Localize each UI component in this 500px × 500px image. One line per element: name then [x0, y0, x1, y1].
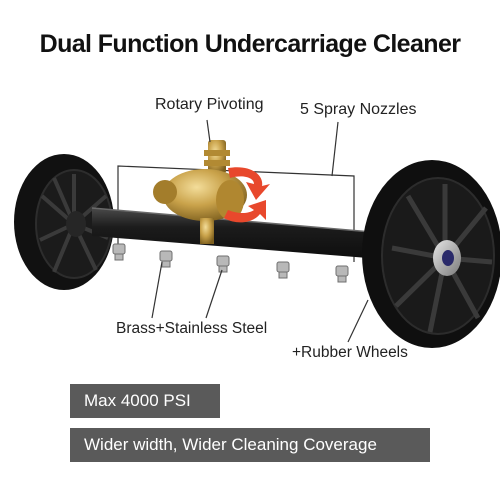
callout-brass-steel: Brass+Stainless Steel	[116, 320, 268, 337]
brass-swivel	[153, 140, 247, 244]
nozzle	[276, 261, 290, 279]
callout-rubber-wheels: +Rubber Wheels	[292, 344, 408, 361]
callout-rotary-pivoting: Rotary Pivoting	[155, 96, 264, 113]
left-wheel	[14, 154, 114, 290]
rotation-arrow-icon	[224, 167, 270, 223]
spray-bar	[91, 207, 419, 262]
product-title: Dual Function Undercarriage Cleaner	[39, 30, 461, 58]
spray-nozzles	[112, 243, 349, 283]
nozzle	[335, 265, 349, 283]
coverage-banner: Wider width, Wider Cleaning Coverage	[70, 428, 430, 462]
callout-leader-lines	[151, 119, 369, 343]
nozzle	[159, 250, 173, 268]
max-psi-banner: Max 4000 PSI	[70, 384, 220, 418]
nozzle	[216, 255, 230, 273]
right-wheel	[362, 160, 500, 348]
callout-spray-nozzles: 5 Spray Nozzles	[300, 101, 417, 118]
nozzle	[112, 243, 126, 261]
